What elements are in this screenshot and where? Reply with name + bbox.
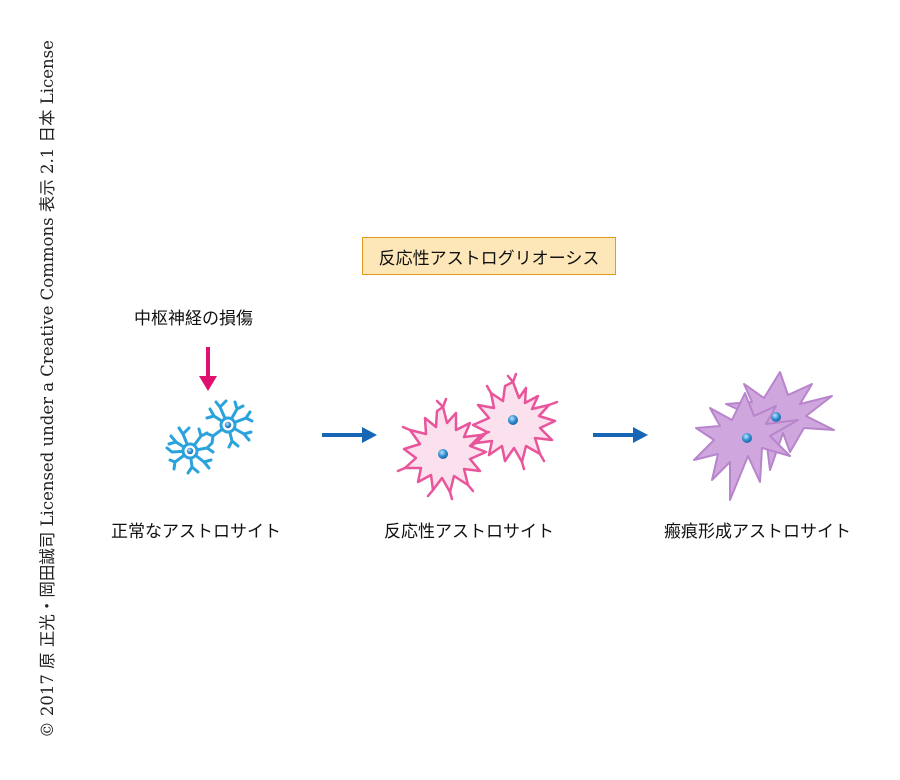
reactive-astrocyte-front	[396, 397, 491, 501]
normal-astrocyte-lower	[165, 426, 215, 475]
diagram-title: 反応性アストログリオーシス	[378, 248, 600, 269]
normal-astrocyte-upper	[205, 399, 254, 449]
flow-arrow-1	[322, 427, 377, 443]
scar-astrocyte-front	[693, 392, 799, 501]
title-box: 反応性アストログリオーシス	[362, 237, 616, 275]
stage-label-normal: 正常なアストロサイト	[111, 522, 281, 542]
stage-label-scar: 瘢痕形成アストロサイト	[664, 522, 851, 542]
stage-label-reactive: 反応性アストロサイト	[384, 522, 554, 542]
injury-label: 中枢神経の損傷	[134, 309, 253, 329]
flow-arrow-2	[593, 427, 648, 443]
injury-arrow	[199, 347, 217, 391]
